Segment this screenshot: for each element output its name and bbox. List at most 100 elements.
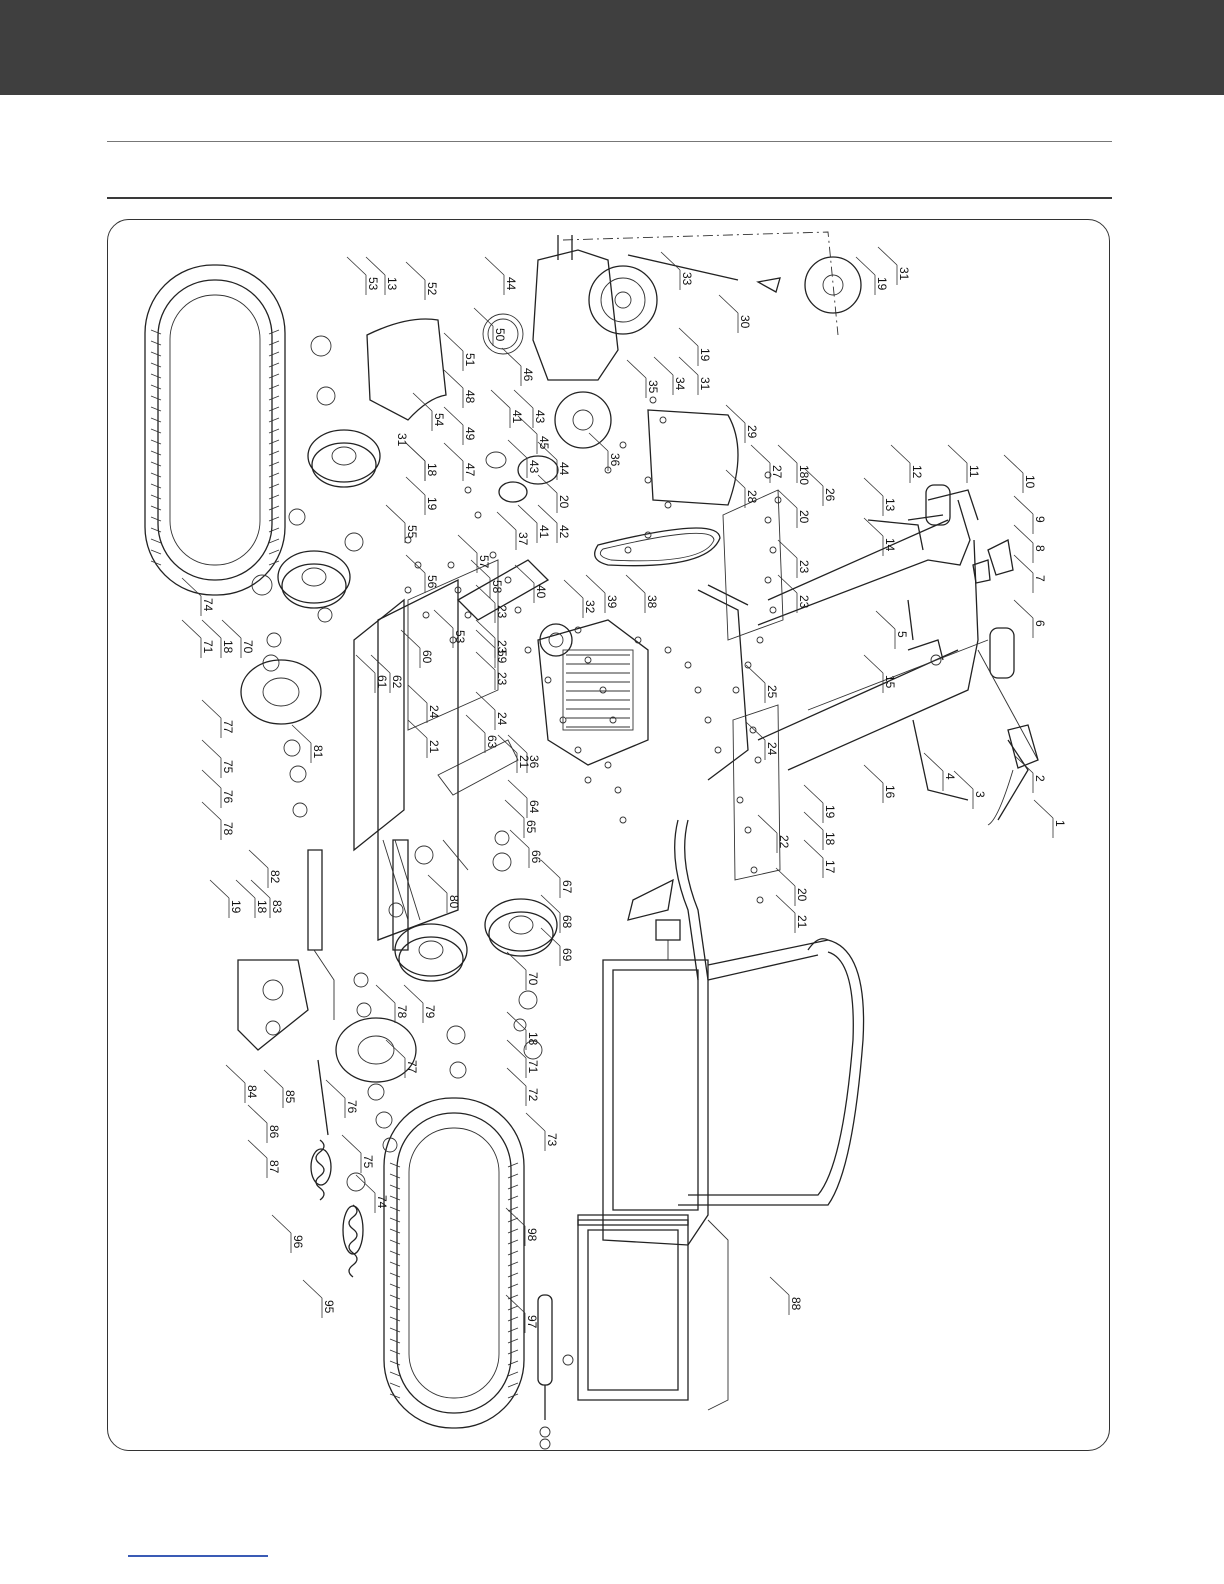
track-lug xyxy=(507,1349,519,1355)
track-lug xyxy=(389,1239,401,1245)
callout-label: 19 xyxy=(875,277,889,291)
callout-label: 20 xyxy=(557,495,571,509)
leader-line xyxy=(201,619,222,639)
track-lug xyxy=(389,1360,401,1366)
leader-line xyxy=(678,327,699,347)
callout-label: 20 xyxy=(797,510,811,524)
track-lug xyxy=(268,428,280,434)
bolt-marker xyxy=(614,786,622,794)
track-lug xyxy=(389,1283,401,1289)
callout-label: 35 xyxy=(646,380,660,394)
leader-line xyxy=(777,444,798,464)
callout-label: 78 xyxy=(221,822,235,836)
callout-label: 21 xyxy=(517,755,531,769)
track-lug xyxy=(507,1305,519,1311)
leader-line xyxy=(745,721,766,741)
callout-label: 7 xyxy=(1033,575,1047,582)
track-lug xyxy=(507,1250,519,1256)
leader-line xyxy=(370,654,391,674)
leader-line xyxy=(355,654,376,674)
leader-line xyxy=(863,517,884,537)
gearbox-assembly xyxy=(366,231,839,421)
track-lug xyxy=(150,527,162,533)
callout-label: 75 xyxy=(221,760,235,774)
track-lug xyxy=(268,395,280,401)
leader-line xyxy=(501,347,522,367)
leader-line xyxy=(1013,599,1034,619)
leader-line xyxy=(1013,495,1034,515)
callout-label: 26 xyxy=(823,488,837,502)
callout-label: 80 xyxy=(447,895,461,909)
suspension-assembly xyxy=(237,959,417,1255)
bolt-marker xyxy=(704,716,712,724)
leader-line xyxy=(427,874,448,894)
leader-line xyxy=(803,784,824,804)
track-lug xyxy=(268,373,280,379)
track-lug xyxy=(268,494,280,500)
leader-line xyxy=(355,1174,376,1194)
leader-line xyxy=(505,1294,526,1314)
footer-link[interactable] xyxy=(128,1555,268,1557)
callout-label: 31 xyxy=(395,433,409,447)
leader-line xyxy=(235,879,256,899)
track-lug xyxy=(150,516,162,522)
leader-line xyxy=(890,444,911,464)
leader-line xyxy=(405,261,426,281)
callout-label: 19 xyxy=(698,348,712,362)
callout-label: 96 xyxy=(291,1235,305,1249)
leader-line xyxy=(506,1011,527,1031)
leader-line xyxy=(475,619,496,639)
track-lug xyxy=(268,351,280,357)
track-lug xyxy=(150,560,162,566)
callout-label: 74 xyxy=(201,598,215,612)
bolt-marker xyxy=(754,756,762,764)
callout-label: 63 xyxy=(485,735,499,749)
leader-line xyxy=(540,894,561,914)
callout-label: 30 xyxy=(738,315,752,329)
leader-line xyxy=(433,609,454,629)
leader-line xyxy=(443,369,464,389)
track-lug xyxy=(150,461,162,467)
leader-line xyxy=(457,534,478,554)
track-lug xyxy=(150,351,162,357)
track-lug xyxy=(150,494,162,500)
leader-line xyxy=(507,734,528,754)
track-lug xyxy=(389,1393,401,1399)
callout-label: 42 xyxy=(557,525,571,539)
leader-line xyxy=(248,849,269,869)
leader-line xyxy=(443,332,464,352)
track-lug xyxy=(507,1195,519,1201)
callout-label: 48 xyxy=(463,390,477,404)
middle-wheel-assembly xyxy=(388,830,558,1079)
track-lug xyxy=(268,439,280,445)
leader-line xyxy=(855,256,876,276)
callout-label: 66 xyxy=(529,850,543,864)
track-lug xyxy=(268,340,280,346)
leader-line xyxy=(777,574,798,594)
leader-line xyxy=(506,1039,527,1059)
leader-line xyxy=(563,579,584,599)
track-lug xyxy=(389,1261,401,1267)
track-lug xyxy=(150,384,162,390)
leader-line xyxy=(863,477,884,497)
callout-label: 28 xyxy=(745,490,759,504)
leader-line xyxy=(678,356,699,376)
leader-line xyxy=(863,654,884,674)
leader-line xyxy=(181,619,202,639)
track-lug xyxy=(389,1250,401,1256)
callout-label: 13 xyxy=(385,277,399,291)
callout-label: 180 xyxy=(797,465,811,485)
callout-label: 76 xyxy=(221,790,235,804)
leader-line xyxy=(385,1039,406,1059)
track-lug xyxy=(268,461,280,467)
callout-label: 22 xyxy=(777,835,791,849)
callout-label: 65 xyxy=(524,820,538,834)
callout-label: 23 xyxy=(495,640,509,654)
leader-line xyxy=(757,814,778,834)
track-lug xyxy=(507,1162,519,1168)
callout-label: 3 xyxy=(973,791,987,798)
callout-labels: 1 2 3 4 5 6 7 8 9 10 11 12 13 13 14 15 1… xyxy=(201,267,1067,1329)
leader-line xyxy=(221,619,242,639)
leader-line xyxy=(725,404,746,424)
callout-label: 41 xyxy=(537,525,551,539)
